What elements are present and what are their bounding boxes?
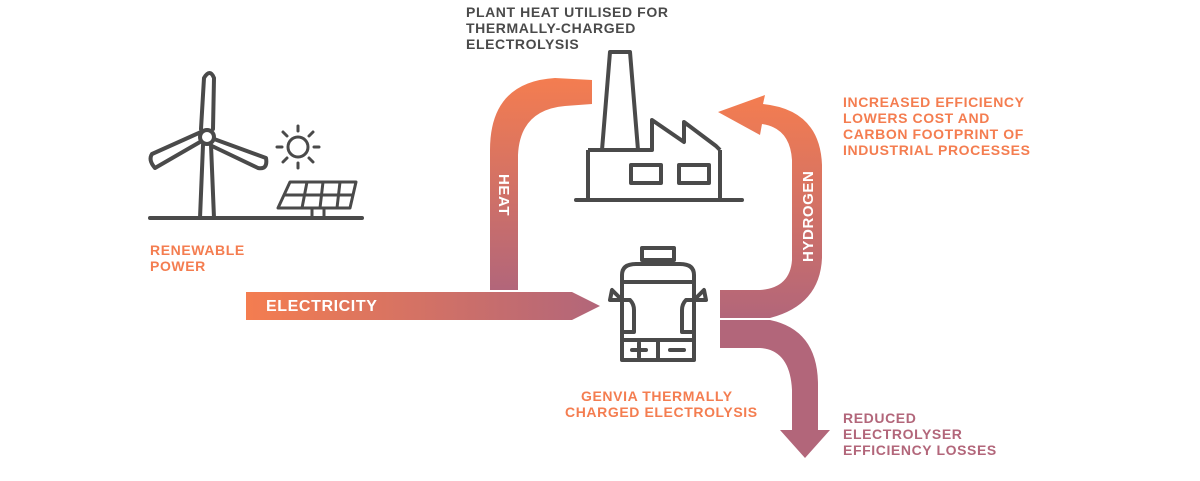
genvia-line: GENVIA THERMALLY (581, 388, 733, 404)
genvia-label: GENVIA THERMALLY CHARGED ELECTROLYSIS (565, 388, 758, 420)
electricity-label: ELECTRICITY (266, 298, 378, 315)
increased-line: INCREASED EFFICIENCY (843, 94, 1025, 110)
reduced-line: ELECTROLYSER (843, 426, 963, 442)
increased-line: INDUSTRIAL PROCESSES (843, 142, 1031, 158)
increased-line: LOWERS COST AND (843, 110, 990, 126)
plant-heat-line: ELECTROLYSIS (466, 36, 580, 52)
heat-flow (490, 78, 592, 290)
genvia-line: CHARGED ELECTROLYSIS (565, 404, 758, 420)
reduced-losses-label: REDUCED ELECTROLYSER EFFICIENCY LOSSES (843, 410, 997, 458)
plant-heat-line: THERMALLY-CHARGED (466, 20, 636, 36)
electrolyser-icon (608, 246, 708, 362)
solar-panel-icon (276, 180, 358, 218)
reduced-line: EFFICIENCY LOSSES (843, 442, 997, 458)
electricity-arrow (246, 292, 600, 320)
renewable-line: POWER (150, 258, 206, 274)
factory-icon (574, 50, 744, 202)
heat-label: HEAT (495, 174, 512, 216)
renewable-power-label: RENEWABLE POWER (150, 242, 245, 274)
reduced-line: REDUCED (843, 410, 917, 426)
hydrogen-label: HYDROGEN (800, 171, 817, 262)
renewable-line: RENEWABLE (150, 242, 245, 258)
losses-arrow (720, 320, 830, 458)
hydrogen-flow (718, 95, 822, 318)
sun-icon (275, 124, 321, 170)
increased-efficiency-label: INCREASED EFFICIENCY LOWERS COST AND CAR… (843, 94, 1031, 158)
plant-heat-line: PLANT HEAT UTILISED FOR (466, 4, 669, 20)
wind-turbine-icon (148, 71, 269, 220)
plant-heat-label: PLANT HEAT UTILISED FOR THERMALLY-CHARGE… (466, 4, 669, 52)
increased-line: CARBON FOOTPRINT OF (843, 126, 1024, 142)
